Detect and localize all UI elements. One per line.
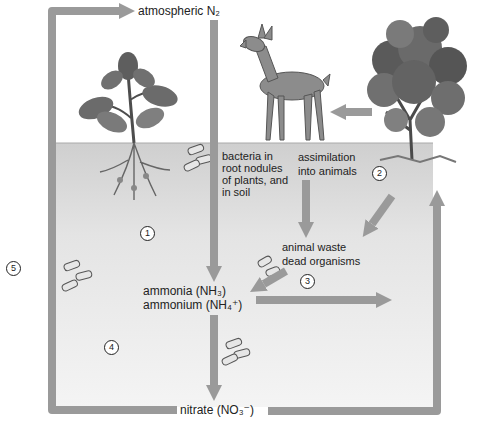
ammonia-uptake-arrow — [256, 296, 376, 304]
ground-surface — [56, 143, 433, 144]
annotation-label: bacteria in root nodules of plants, and … — [222, 150, 290, 198]
stage-text: ammonia (NH₃) ammonium (NH₄⁺) — [143, 284, 247, 312]
stage-text: assimilation into animals — [298, 150, 372, 178]
cycle-arrow — [210, 20, 218, 266]
cycle-stage: atmospheric N₂ — [138, 4, 220, 18]
uptake-arrow — [268, 206, 437, 411]
callout-number: 5 — [6, 261, 21, 276]
cycle-arrow — [264, 271, 286, 284]
callout-number: 2 — [372, 166, 387, 181]
stage-text: nitrate (NO₃⁻) — [180, 403, 254, 417]
soil-ground — [56, 143, 433, 407]
callout-number: 3 — [300, 274, 315, 289]
cycle-arrow — [210, 315, 218, 385]
stage-text: atmospheric N₂ — [138, 4, 220, 18]
cycle-stage: assimilation into animals — [298, 150, 372, 178]
cycle-stage: animal waste dead organisms — [282, 240, 368, 268]
stage-text: animal waste dead organisms — [282, 240, 368, 268]
plant-drawing — [76, 52, 180, 200]
cycle-arrow — [52, 11, 177, 410]
plant-litter-arrow — [372, 196, 392, 224]
cycle-stage: nitrate (NO₃⁻) — [180, 403, 254, 417]
feeding-arrow — [346, 108, 372, 116]
cycle-arrow — [302, 180, 310, 222]
callout-number: 4 — [104, 340, 119, 355]
cycle-stage: ammonia (NH₃) ammonium (NH₄⁺) — [143, 284, 247, 312]
callout-number: 1 — [140, 226, 155, 241]
deer-drawing — [240, 24, 330, 140]
shrub-drawing — [367, 17, 467, 162]
